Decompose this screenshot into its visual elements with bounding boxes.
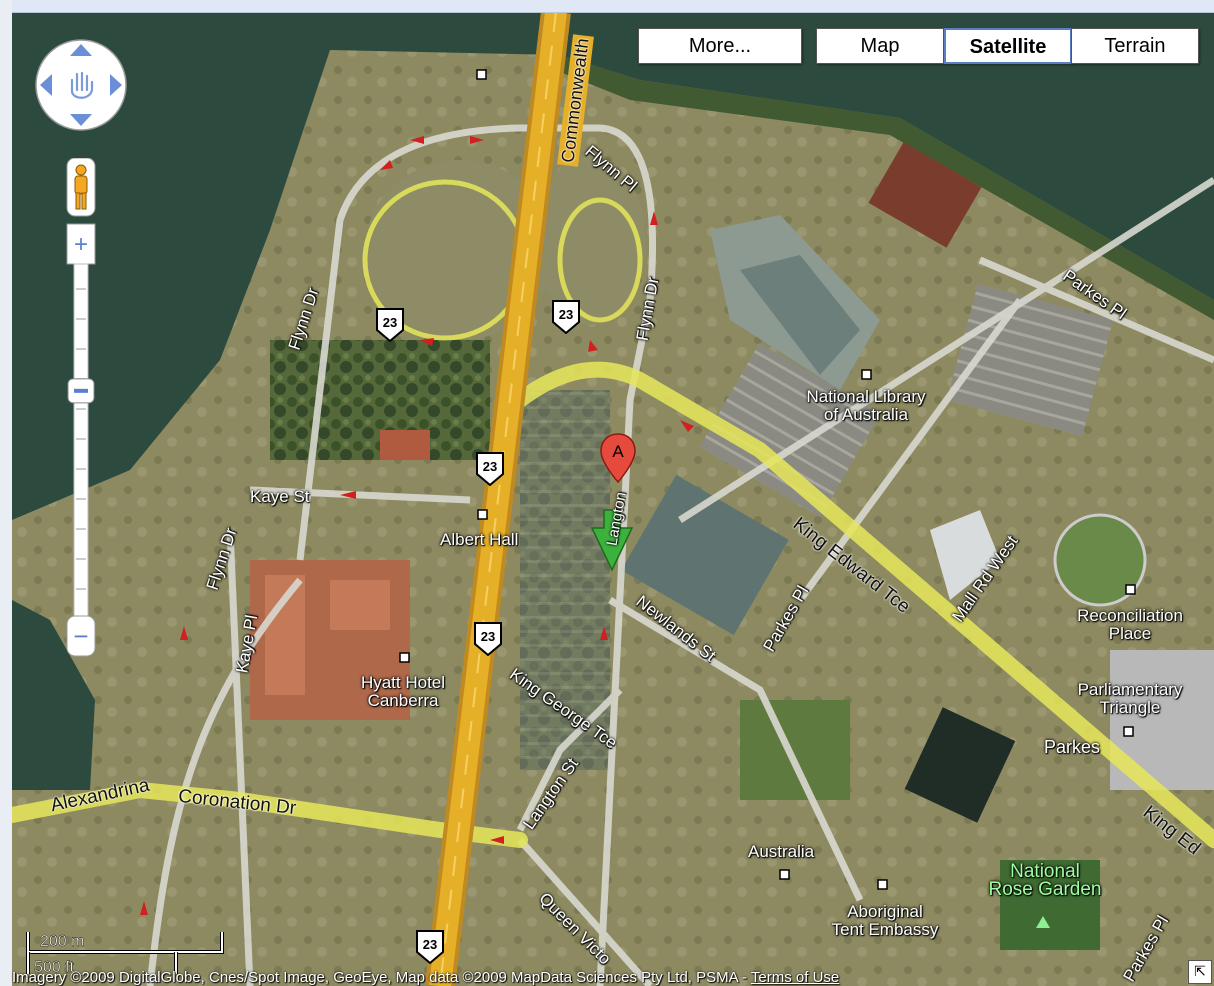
- top-bar: [0, 0, 1214, 13]
- svg-text:23: 23: [559, 307, 573, 322]
- svg-text:500 ft: 500 ft: [34, 959, 75, 976]
- place-label-australia: Australia: [748, 842, 815, 861]
- place-label-albert-hall: Albert Hall: [440, 530, 519, 549]
- route-23-shield: 23: [416, 930, 444, 964]
- map-type-terrain-button[interactable]: Terrain: [1071, 28, 1199, 64]
- terms-of-use-link[interactable]: Terms of Use: [750, 969, 840, 986]
- pan-up-icon: [70, 44, 92, 56]
- pegman-icon: [74, 164, 88, 210]
- overview-toggle-icon[interactable]: ⇱: [1188, 960, 1212, 984]
- svg-text:200 m: 200 m: [40, 933, 84, 950]
- more-button[interactable]: More...: [638, 28, 802, 64]
- map-type-satellite-button[interactable]: Satellite: [944, 28, 1072, 64]
- svg-text:23: 23: [481, 629, 495, 644]
- map-copyright: Imagery ©2009 DigitalGlobe, Cnes/Spot Im…: [12, 969, 840, 986]
- zoom-in-icon: +: [74, 231, 88, 258]
- route-23-shield: 23: [552, 300, 580, 334]
- svg-text:A: A: [612, 442, 624, 461]
- street-label-kaye-st: Kaye St: [250, 487, 310, 506]
- map-type-map-button[interactable]: Map: [816, 28, 944, 64]
- scale-bar: 200 m 500 ft: [26, 932, 224, 976]
- zoom-slider-thumb: [67, 378, 95, 404]
- svg-text:23: 23: [483, 459, 497, 474]
- pan-control[interactable]: [34, 38, 128, 132]
- pan-right-icon: [110, 74, 122, 96]
- svg-text:23: 23: [423, 937, 437, 952]
- left-edge: [0, 0, 12, 986]
- zoom-control[interactable]: + −: [66, 158, 96, 658]
- route-23-shield: 23: [474, 622, 502, 656]
- location-marker-a[interactable]: A: [598, 432, 638, 484]
- hand-icon: [70, 71, 94, 99]
- place-label-parkes: Parkes: [1044, 737, 1101, 757]
- pan-left-icon: [40, 74, 52, 96]
- pan-down-icon: [70, 114, 92, 126]
- route-23-shield: 23: [476, 452, 504, 486]
- route-23-shield: 23: [376, 308, 404, 342]
- zoom-out-icon: −: [73, 621, 88, 651]
- svg-text:23: 23: [383, 315, 397, 330]
